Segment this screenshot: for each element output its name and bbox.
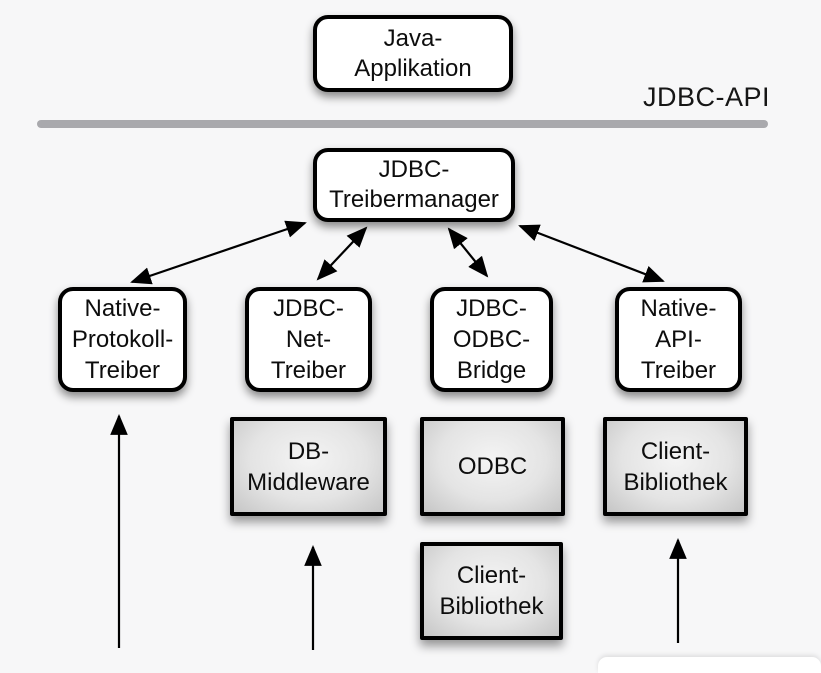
node-label: JDBC- ODBC- Bridge [452,295,531,384]
node-label: Client- Bibliothek [439,562,544,620]
arrow-treibermanager-native-api [518,224,665,283]
node-label: JDBC- Treibermanager [329,156,499,213]
arrow-treibermanager-native-protokoll [130,220,307,285]
node-client-bibliothek-bottom: Client- Bibliothek [420,542,563,640]
jdbc-api-divider-line [37,120,768,128]
node-client-bibliothek-right: Client- Bibliothek [603,417,748,516]
node-label: Native- API- Treiber [640,295,717,384]
node-jdbc-odbc-bridge: JDBC- ODBC- Bridge [430,287,553,392]
node-java-applikation: Java- Applikation [313,15,513,92]
node-native-api-treiber: Native- API- Treiber [615,287,742,392]
node-odbc: ODBC [420,417,565,516]
node-label: Native- Protokoll- Treiber [71,295,174,384]
arrow-treibermanager-jdbc-net [316,226,368,281]
node-label: Client- Bibliothek [623,437,728,496]
node-native-protokoll-treiber: Native- Protokoll- Treiber [58,287,187,392]
arrow-treibermanager-jdbc-odbc [447,227,489,278]
node-jdbc-treibermanager: JDBC- Treibermanager [313,148,515,222]
jdbc-api-label: JDBC-API [642,82,770,112]
node-db-middleware: DB- Middleware [230,417,387,516]
cropped-box-bottom-right [598,657,821,673]
node-label: DB- Middleware [247,437,370,496]
node-label: Java- Applikation [354,24,472,82]
node-label: JDBC- Net- Treiber [270,295,347,384]
node-jdbc-net-treiber: JDBC- Net- Treiber [245,287,372,392]
node-label: ODBC [457,453,528,480]
